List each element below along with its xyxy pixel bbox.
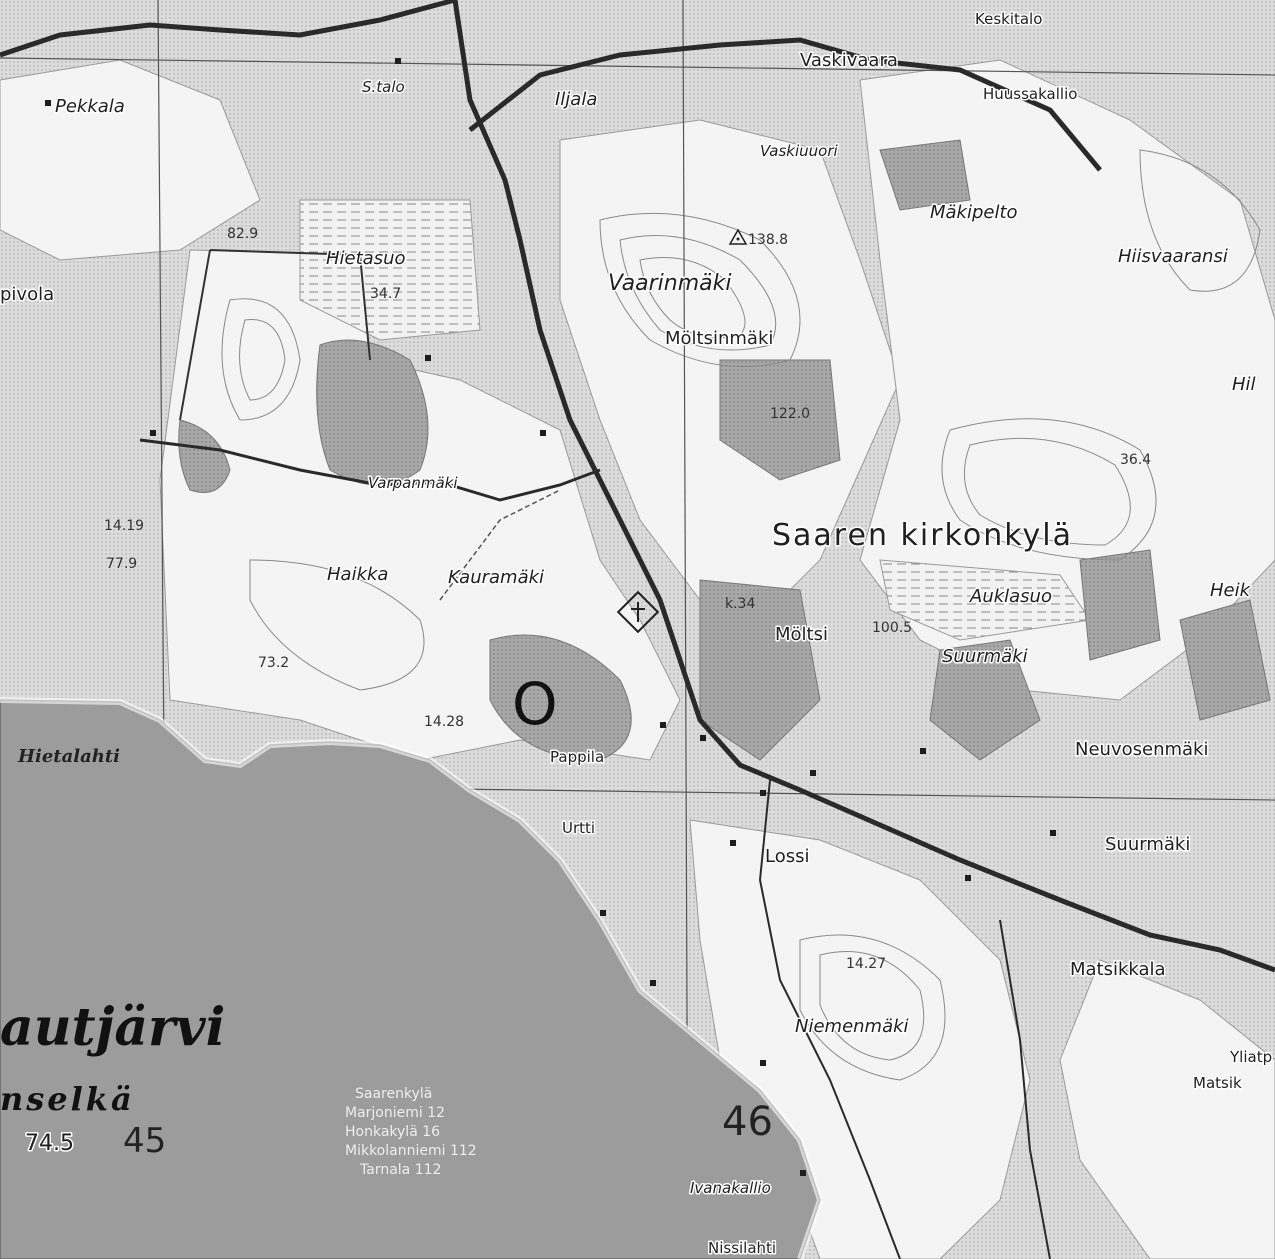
label-iljala: Iljala xyxy=(555,89,597,110)
track-kauramaki xyxy=(439,489,561,601)
village-list-item: Marjoniemi 12 xyxy=(345,1105,445,1121)
label-ivanakallio: Ivanakallio xyxy=(690,1179,771,1197)
place-labels: Pekkala S.talo Iljala Vaskivaara Huussak… xyxy=(0,9,1274,1259)
triangulation-icon xyxy=(728,228,748,245)
grid-number-labels: 45 46 xyxy=(123,1099,773,1161)
village-list-item: Saarenkylä xyxy=(355,1086,432,1102)
label-haikka: Haikka xyxy=(327,564,388,585)
label-neuvosenmaki: Neuvosenmäki xyxy=(1075,739,1208,760)
lake-labels: autjärvi nselkä xyxy=(0,997,225,1118)
elev-82-9: 82.9 xyxy=(227,226,258,242)
label-hiisvaaransi: Hiisvaaransi xyxy=(1118,246,1228,267)
grid-number-45: 45 xyxy=(123,1121,166,1161)
road-north-west[interactable] xyxy=(0,0,456,58)
elev-36-4: 36.4 xyxy=(1120,452,1151,468)
track-line xyxy=(179,249,371,421)
label-vaarinmaki: Vaarinmäki xyxy=(608,271,731,296)
label-niemenmaki: Niemenmäki xyxy=(795,1016,909,1037)
contour-lines xyxy=(221,149,1261,1081)
elev-73-2: 73.2 xyxy=(258,655,289,671)
label-lake-name: autjärvi xyxy=(0,997,225,1058)
label-s-talo: S.talo xyxy=(362,78,405,96)
elev-138-8: 138.8 xyxy=(748,232,788,248)
marsh-areas xyxy=(299,199,1091,641)
buildings xyxy=(45,58,1056,1176)
main-road[interactable] xyxy=(452,0,1275,973)
road-north-east[interactable] xyxy=(468,37,1102,172)
road-south[interactable] xyxy=(758,779,901,1259)
village-list-item: Tarnala 112 xyxy=(359,1162,441,1178)
label-huussakallio: Huussakallio xyxy=(983,85,1077,103)
label-suurmaki: Suurmäki xyxy=(1105,834,1190,855)
label-matsikkala: Matsikkala xyxy=(1070,959,1166,980)
field-patches xyxy=(178,139,1271,761)
village-list-item: Honkakylä 16 xyxy=(345,1124,440,1140)
label-makipelto: Mäkipelto xyxy=(930,202,1018,223)
label-heik: Heik xyxy=(1210,580,1252,601)
elev-14-28: 14.28 xyxy=(424,714,464,730)
label-keskitalo: Keskitalo xyxy=(975,10,1042,28)
label-pivola: pivola xyxy=(0,284,54,305)
label-vaskiuuori: Vaskiuuori xyxy=(760,142,839,160)
elev-100-5: 100.5 xyxy=(872,620,912,636)
road-varpanmaki[interactable] xyxy=(139,438,601,502)
label-hil: Hil xyxy=(1232,374,1256,395)
label-pappila: Pappila xyxy=(550,748,604,766)
grid-number-46: 46 xyxy=(722,1099,773,1145)
map-marker[interactable]: O xyxy=(512,670,558,738)
elev-k34: k.34 xyxy=(725,596,755,612)
elev-14-19: 14.19 xyxy=(104,518,144,534)
label-kauramaki: Kauramäki xyxy=(448,567,544,588)
lake-shore xyxy=(0,697,824,1259)
elev-77-9: 77.9 xyxy=(106,556,137,572)
elev-74-5: 74.5 xyxy=(25,1131,74,1156)
label-nissilahti: Nissilahti xyxy=(708,1239,776,1257)
label-auklasuo: Auklasuo xyxy=(969,586,1052,607)
elevation-labels: 82.9 34.7 138.8 122.0 36.4 14.19 77.9 10… xyxy=(24,226,1152,1158)
label-lake-sub: nselkä xyxy=(0,1080,135,1118)
label-moltsinmaki: Möltsinmäki xyxy=(665,328,773,349)
label-hietalahti: Hietalahti xyxy=(17,746,120,767)
label-varpanmaki: Varpanmäki xyxy=(368,474,458,492)
elev-14-27: 14.27 xyxy=(846,956,886,972)
label-pekkala: Pekkala xyxy=(55,96,125,117)
label-matsik: Matsik xyxy=(1193,1074,1242,1092)
label-suurmaki-hill: Suurmäki xyxy=(942,646,1028,667)
label-hietasuo: Hietasuo xyxy=(326,248,406,269)
label-vaskivaara: Vaskivaara xyxy=(800,50,898,71)
label-urtti: Urtti xyxy=(562,819,595,837)
road-east-south[interactable] xyxy=(999,919,1051,1259)
church-icon xyxy=(616,590,660,634)
label-saaren-kirkonkyla: Saaren kirkonkylä xyxy=(772,518,1073,553)
elev-122-0: 122.0 xyxy=(770,406,810,422)
elev-34-7: 34.7 xyxy=(370,286,401,302)
label-yliatp: Yliatp xyxy=(1229,1048,1272,1066)
label-lossi: Lossi xyxy=(765,846,809,867)
village-list-item: Mikkolanniemi 112 xyxy=(345,1143,477,1159)
label-moltsi: Möltsi xyxy=(775,624,828,645)
